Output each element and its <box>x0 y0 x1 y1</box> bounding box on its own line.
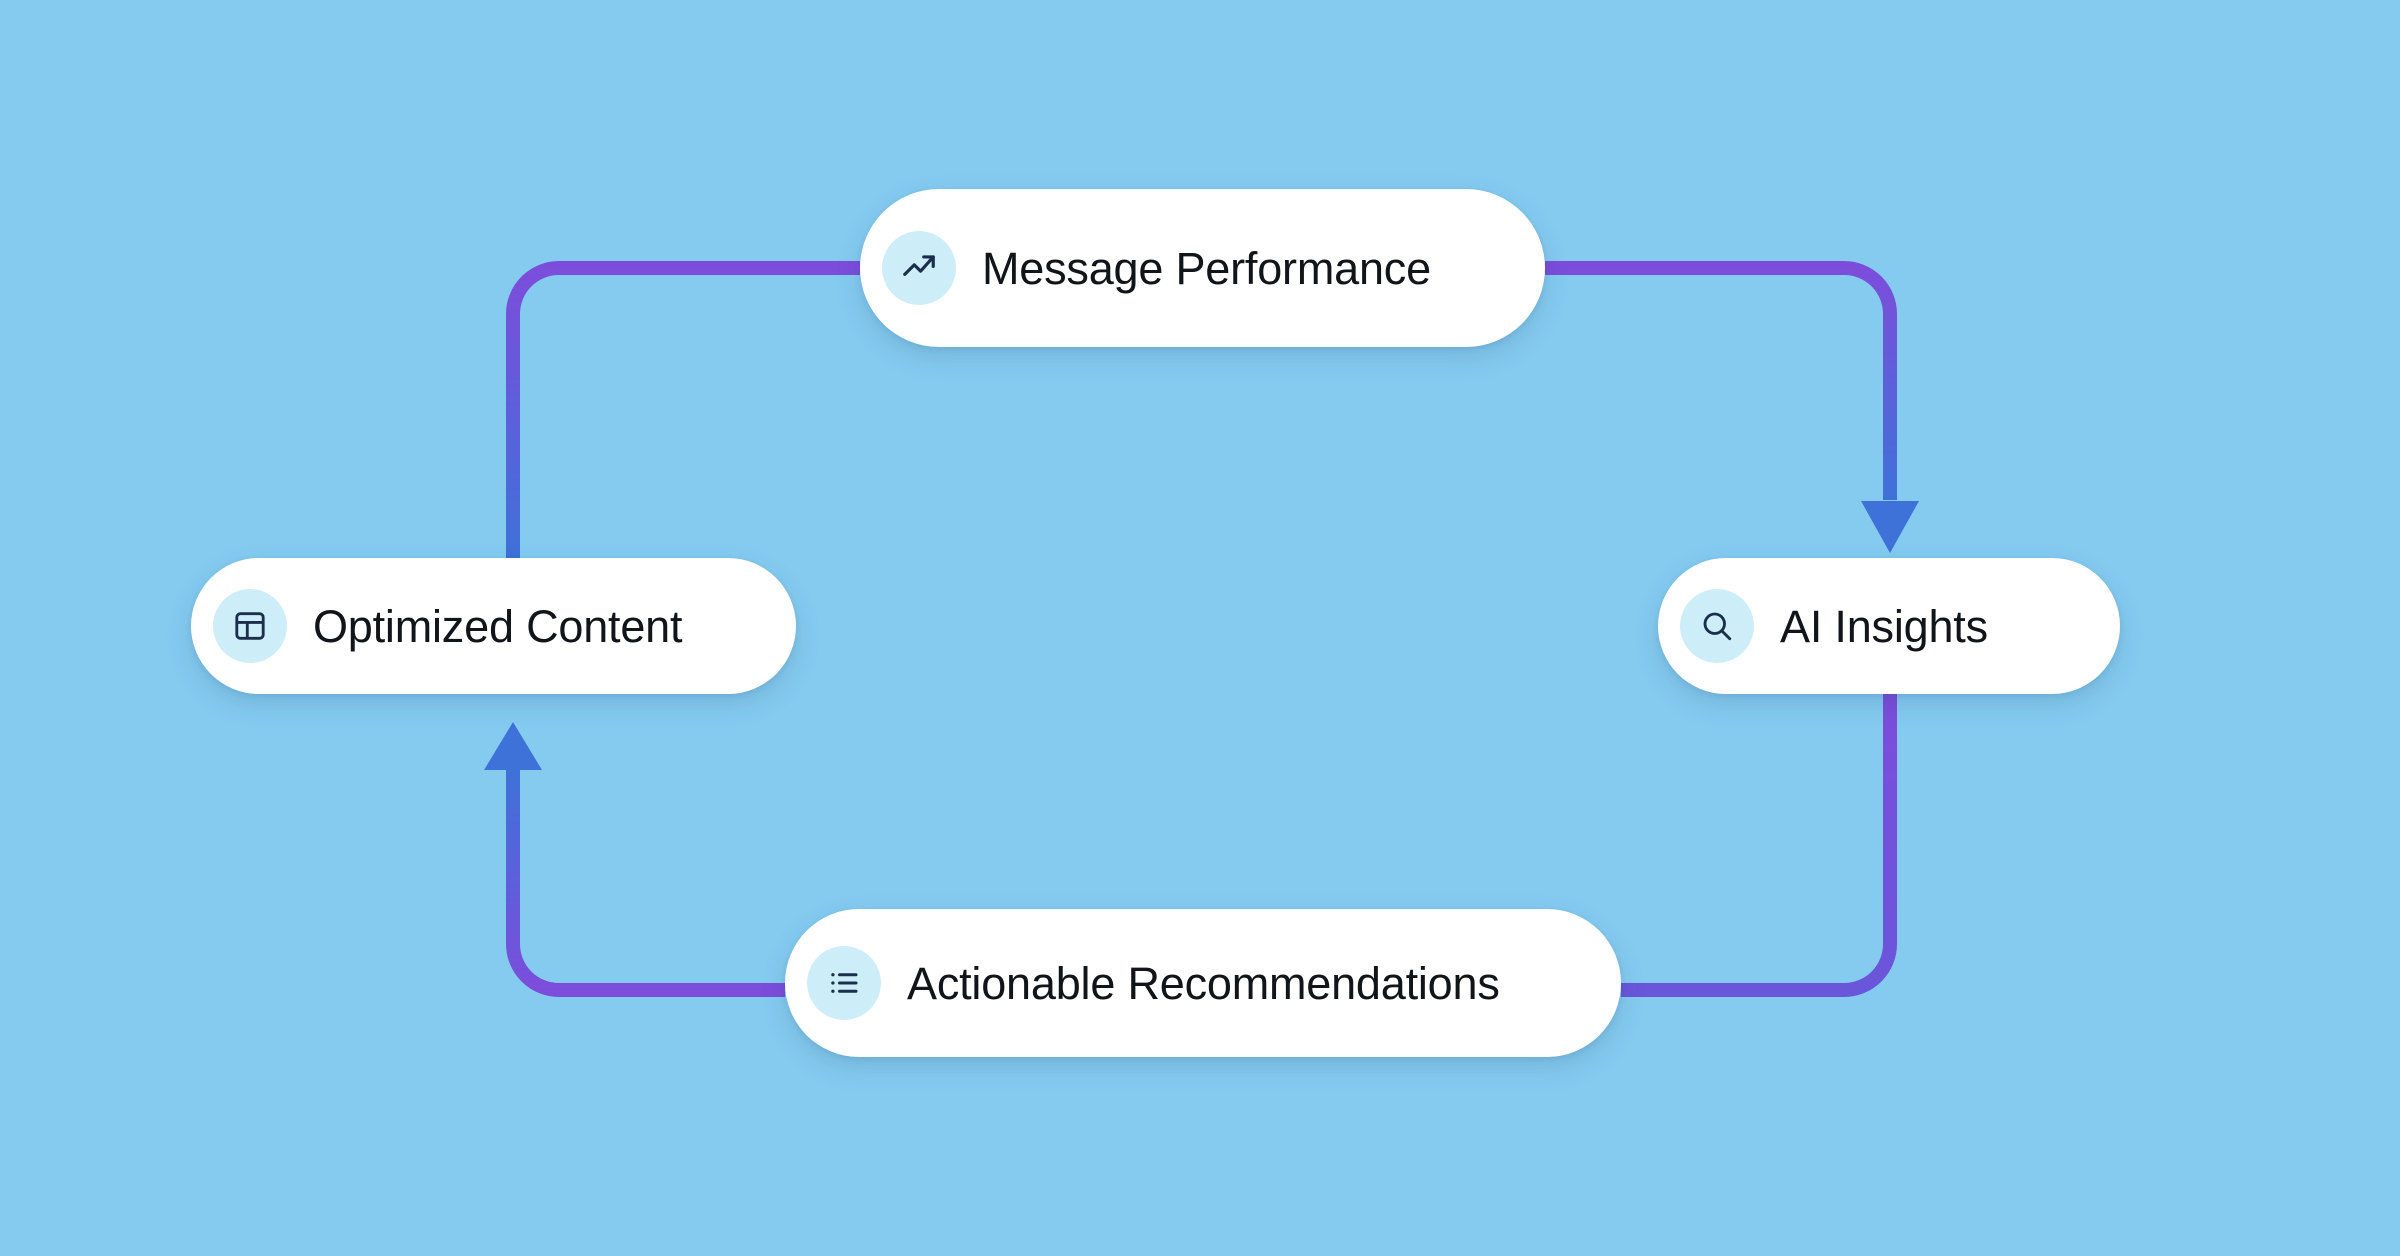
node-label: Optimized Content <box>313 600 683 652</box>
layout-panel-icon <box>213 589 287 663</box>
node-actionable-recommendations[interactable]: Actionable Recommendations <box>785 909 1621 1057</box>
edge-insights-to-recommendations <box>1621 694 1897 997</box>
edge-performance-to-insights <box>1545 261 1919 553</box>
node-ai-insights[interactable]: AI Insights <box>1658 558 2120 694</box>
node-optimized-content[interactable]: Optimized Content <box>191 558 796 694</box>
edge-content-to-performance <box>506 261 860 558</box>
node-label: Actionable Recommendations <box>907 957 1500 1009</box>
list-bullet-icon <box>807 946 881 1020</box>
trending-up-icon <box>882 231 956 305</box>
search-icon <box>1680 589 1754 663</box>
node-label: Message Performance <box>982 242 1431 294</box>
node-label: AI Insights <box>1780 600 1988 652</box>
node-message-performance[interactable]: Message Performance <box>860 189 1545 347</box>
edge-recommendations-to-content <box>484 722 785 997</box>
